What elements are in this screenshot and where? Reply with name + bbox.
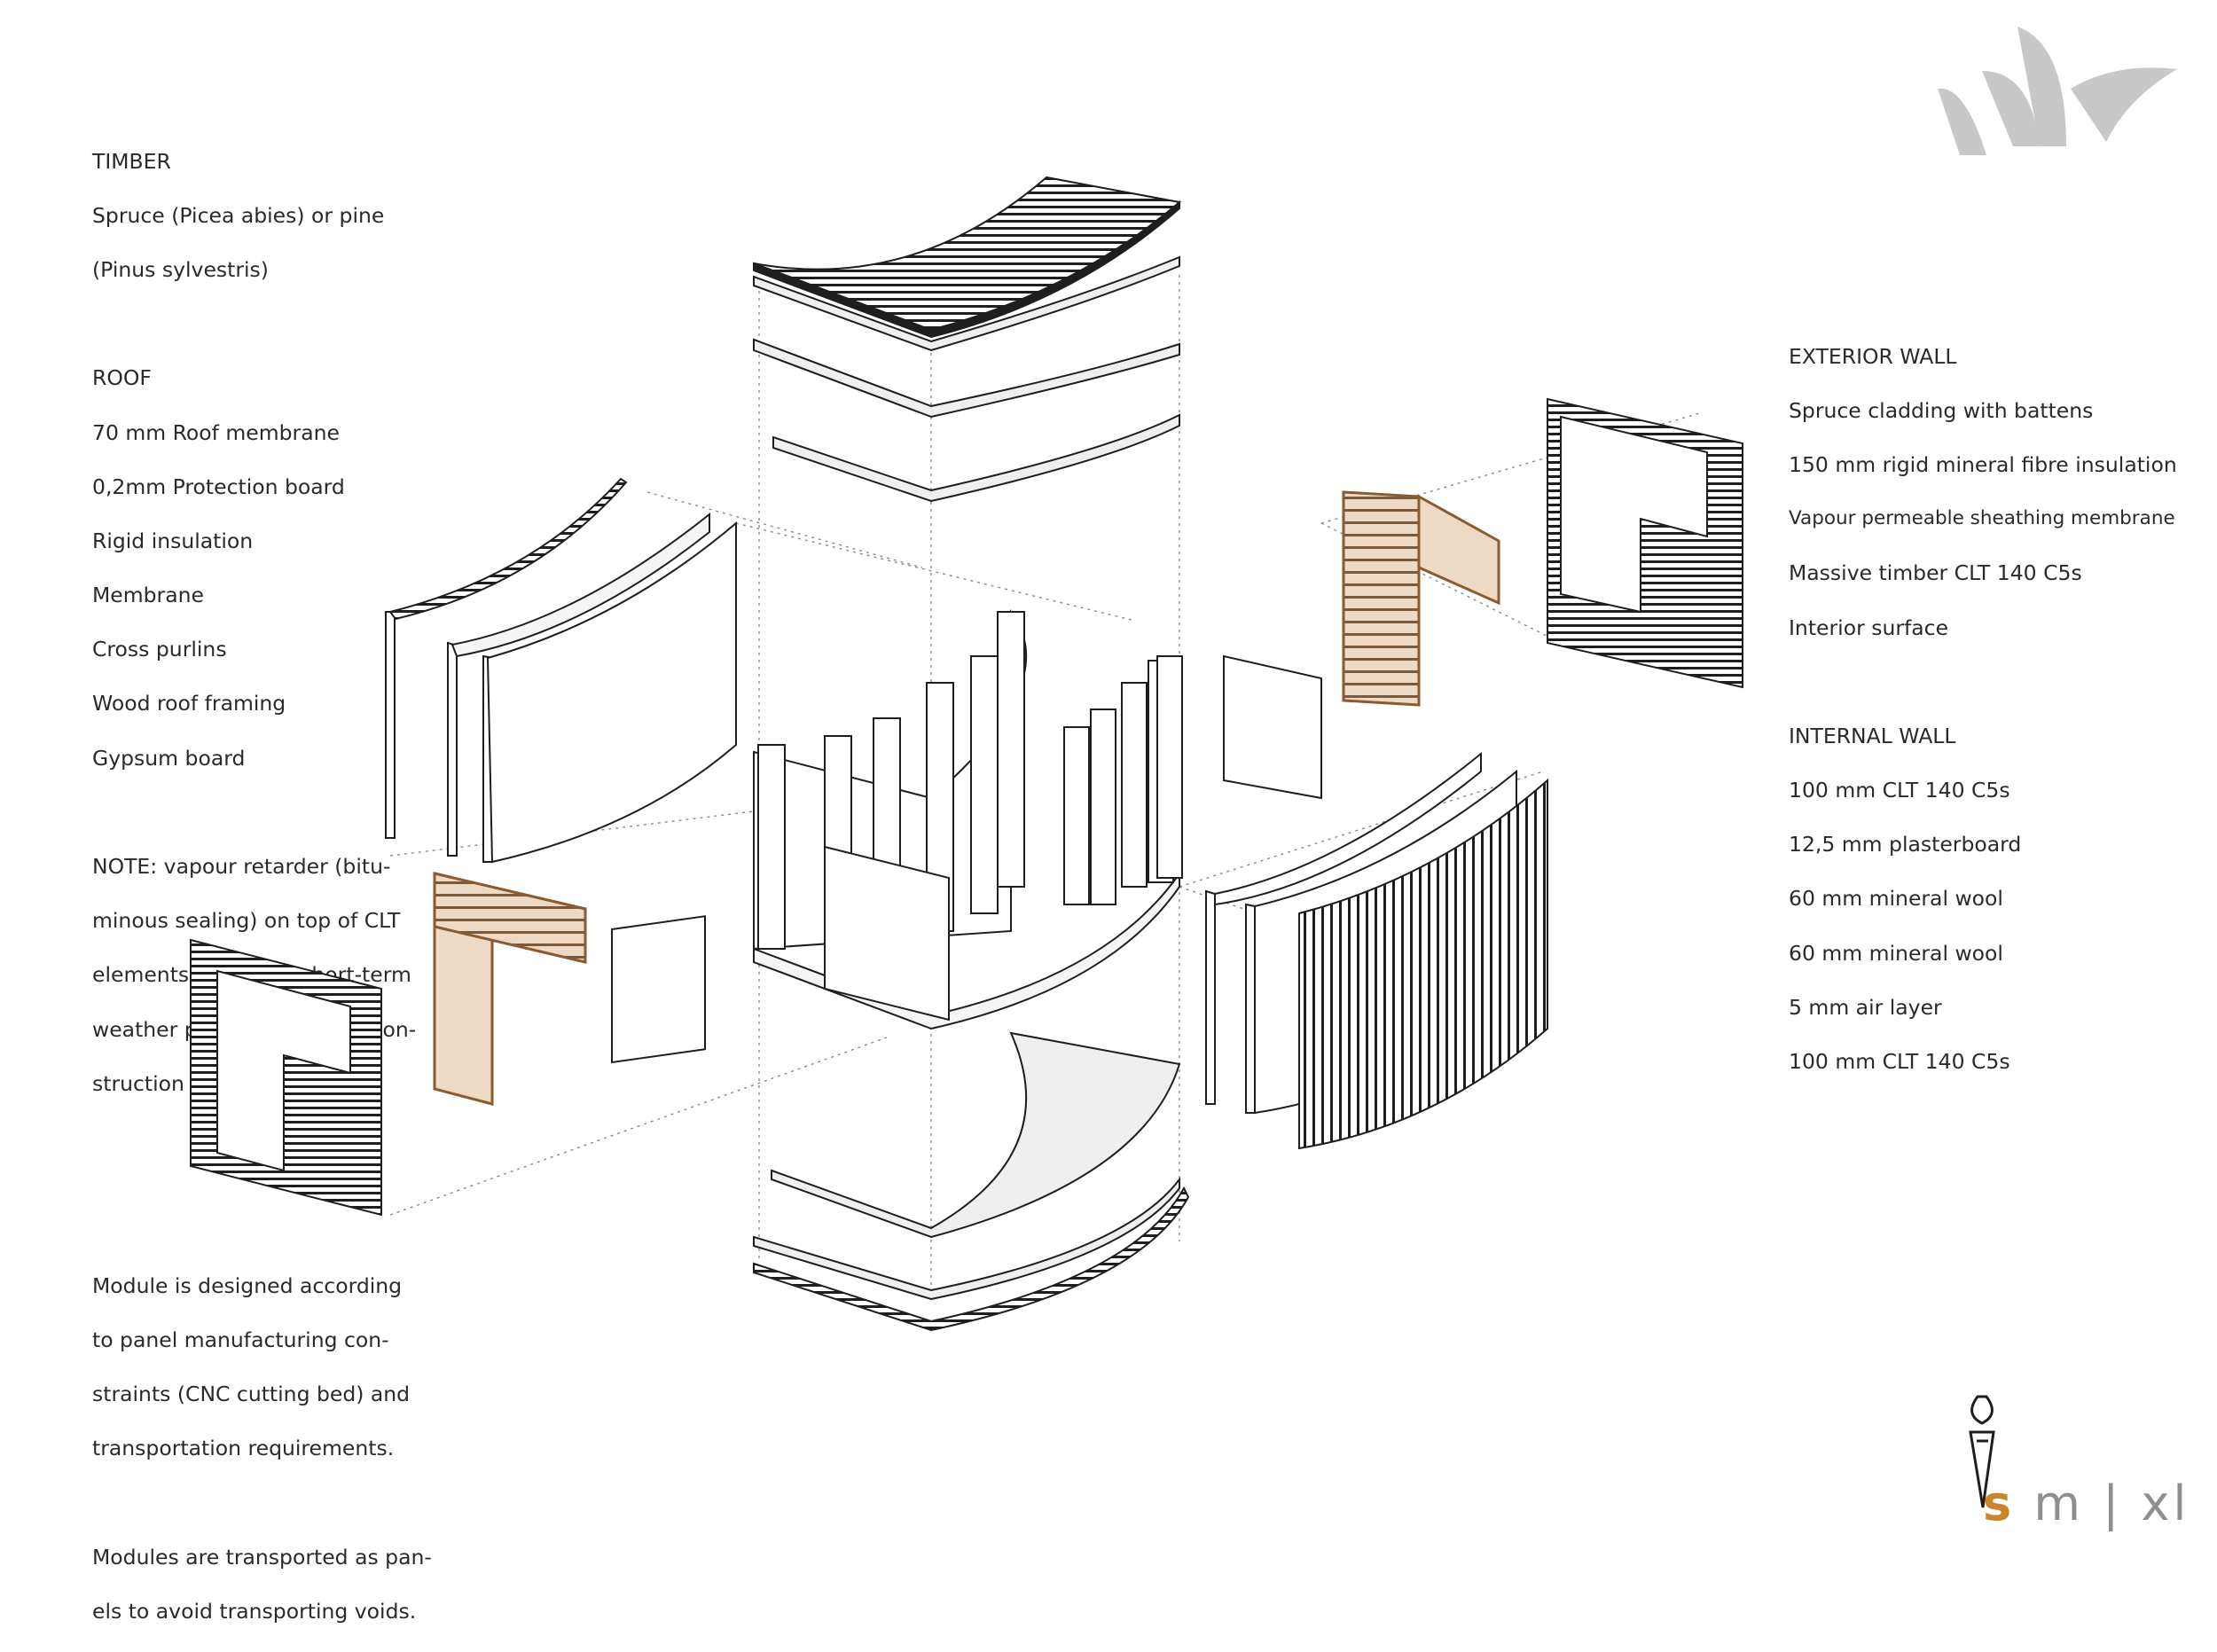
- roof-heading: ROOF: [92, 365, 152, 391]
- roof-line: Gypsum board: [92, 745, 246, 771]
- right-curved-wall: [1205, 751, 1548, 1150]
- brand-wordmark: s m | xl: [1983, 1476, 2190, 1531]
- timber-line-1: Spruce (Picea abies) or pine: [92, 202, 385, 228]
- module-line: transportation requirements.: [92, 1436, 395, 1461]
- right-wood-door: [1342, 490, 1500, 707]
- note-line: NOTE: vapour retarder (bitu-: [92, 854, 391, 880]
- exploded-axonometric-diagram: [190, 27, 2177, 1508]
- timber-heading: TIMBER: [92, 148, 171, 174]
- roof-line: Rigid insulation: [92, 528, 254, 553]
- internal-wall-heading: INTERNAL WALL: [1789, 723, 1956, 748]
- roof-line: Wood roof framing: [92, 691, 286, 716]
- left-wood-door: [433, 872, 587, 1106]
- internal-wall-line: 12,5 mm plasterboard: [1789, 832, 2022, 857]
- left-small-panel: [611, 915, 706, 1064]
- brand-s: s: [1983, 1476, 2016, 1531]
- exterior-wall-line: Vapour permeable sheathing membrane: [1789, 507, 2175, 530]
- exterior-wall-line: 150 mm rigid mineral fibre insulation: [1789, 451, 2177, 477]
- exterior-wall-line: Spruce cladding with battens: [1789, 397, 2094, 423]
- timber-line-2: (Pinus sylvestris): [92, 256, 269, 282]
- internal-wall-line: 100 mm CLT 140 C5s: [1789, 1049, 2010, 1075]
- torch-cone-logo: [1969, 1395, 1995, 1508]
- right-notes: EXTERIOR WALL Spruce cladding with batte…: [1789, 316, 2205, 1102]
- exterior-wall-line: Interior surface: [1789, 615, 1949, 640]
- module-line: to panel manufacturing con-: [92, 1327, 389, 1352]
- left-curved-wall: [385, 477, 737, 864]
- module-line: Module is designed according: [92, 1272, 403, 1298]
- protection-board: [753, 255, 1180, 352]
- right-small-panel: [1223, 654, 1322, 800]
- sail-shells-logo: [1938, 27, 2177, 155]
- exterior-wall-heading: EXTERIOR WALL: [1789, 343, 1957, 369]
- left-internal-wall: [190, 938, 382, 1217]
- roof-line: 0,2mm Protection board: [92, 474, 345, 499]
- floor-layers: [753, 1031, 1190, 1332]
- insulation-board: [753, 338, 1180, 419]
- gypsum-board: [772, 413, 1180, 503]
- roof-line: 70 mm Roof membrane: [92, 419, 340, 445]
- internal-wall-line: 60 mm mineral wool: [1789, 886, 2003, 912]
- roof-line: Cross purlins: [92, 637, 227, 662]
- exterior-wall-line: Massive timber CLT 140 C5s: [1789, 560, 2082, 586]
- internal-wall-line: 100 mm CLT 140 C5s: [1789, 778, 2010, 803]
- transport-line: els to avoid transporting voids.: [92, 1598, 417, 1624]
- roof-layers: [753, 176, 1182, 503]
- internal-wall-line: 60 mm mineral wool: [1789, 940, 2003, 966]
- center-module: [753, 608, 1183, 1030]
- right-internal-wall: [1547, 397, 1743, 689]
- note-line: minous sealing) on top of CLT: [92, 908, 401, 934]
- transport-line: Modules are transported as pan-: [92, 1544, 432, 1570]
- internal-wall-line: 5 mm air layer: [1789, 994, 1942, 1020]
- module-line: straints (CNC cutting bed) and: [92, 1381, 411, 1406]
- roof-membrane-top: [753, 176, 1182, 332]
- roof-line: Membrane: [92, 583, 204, 608]
- brand-rest: m | xl: [2015, 1476, 2190, 1531]
